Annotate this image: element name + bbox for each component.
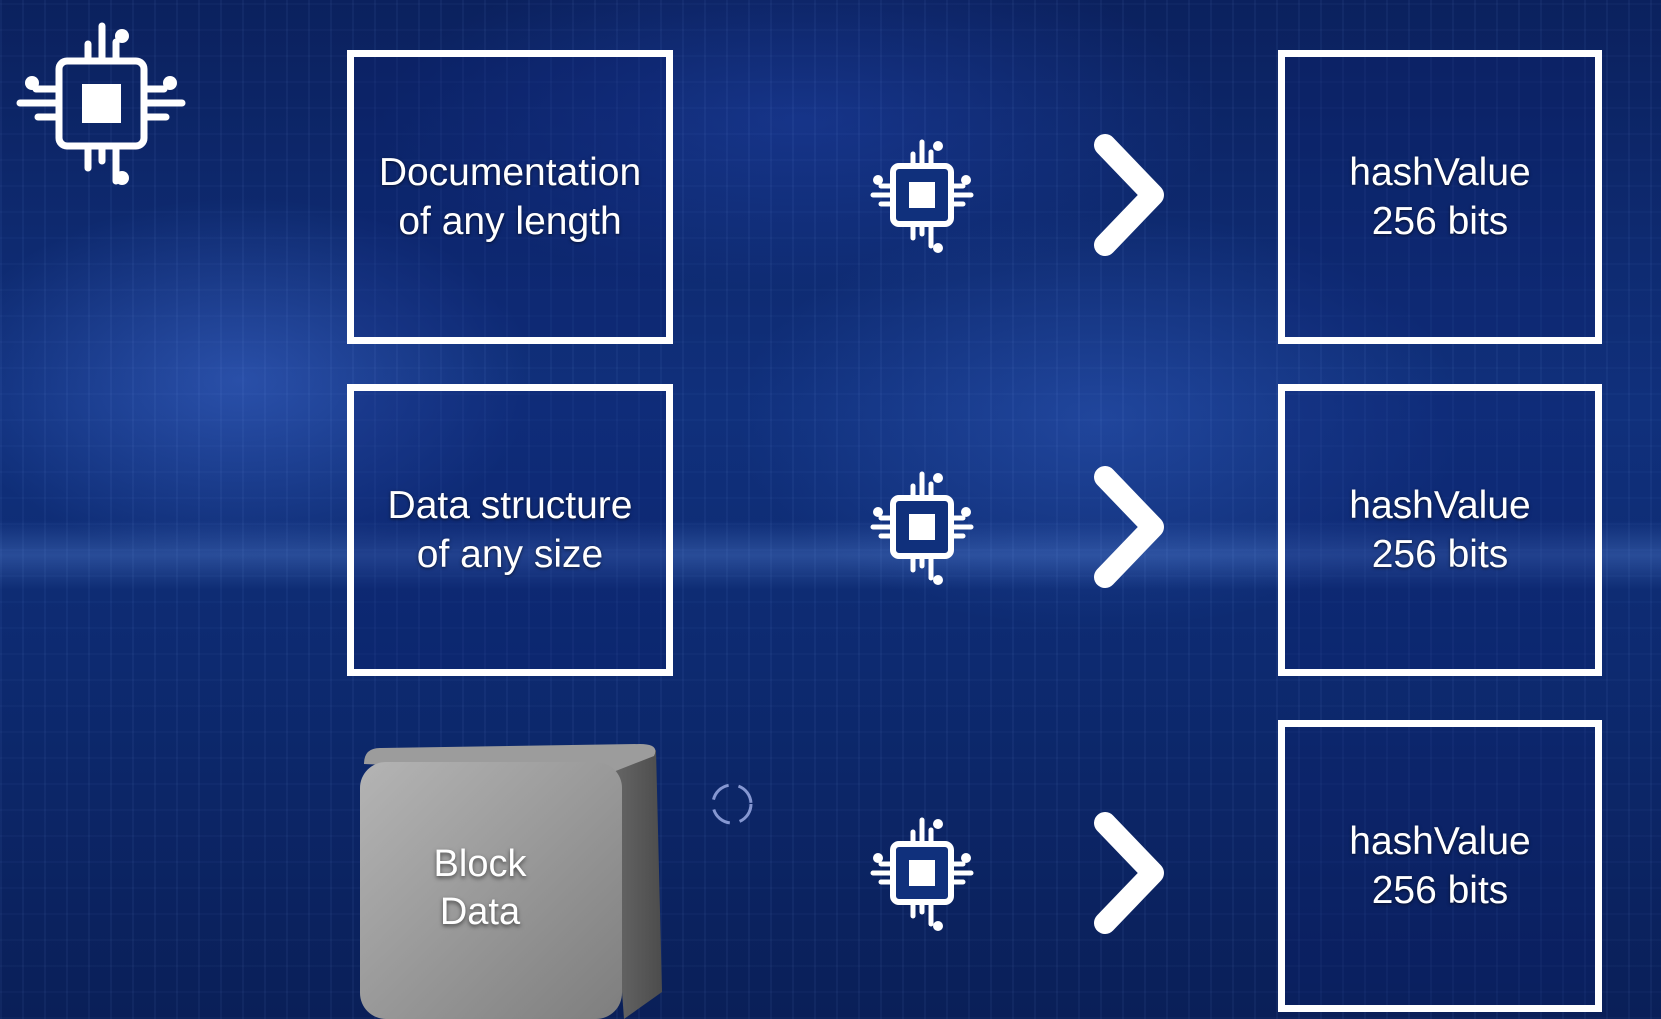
hash-process-arrow-1 [735, 134, 1164, 256]
input-label-line2: of any length [398, 200, 622, 243]
cpu-chip-icon [870, 139, 974, 253]
loading-spinner-icon [711, 783, 753, 825]
output-label-line1: hashValue [1349, 484, 1531, 527]
input-label-line1: Documentation [378, 151, 642, 194]
output-box-hash-1: hashValue 256 bits [1278, 50, 1602, 344]
output-label-line2: 256 bits [1371, 869, 1509, 912]
input-box-documentation: Documentation of any length [347, 50, 673, 344]
output-box-hash-3: hashValue 256 bits [1278, 720, 1602, 1012]
cpu-chip-icon [870, 471, 974, 585]
input-label-line1: Data structure [387, 484, 633, 527]
input-box-data-structure: Data structure of any size [347, 384, 673, 676]
block-label-line1: Block [433, 843, 527, 885]
output-label-line2: 256 bits [1371, 533, 1509, 576]
output-label-line1: hashValue [1349, 820, 1531, 863]
block-data-label: Block Data [385, 840, 575, 936]
block-data-cube [360, 744, 662, 1019]
cpu-chip-icon [870, 817, 974, 931]
cpu-chip-icon [16, 22, 186, 185]
block-label-line2: Data [439, 891, 521, 933]
output-box-hash-2: hashValue 256 bits [1278, 384, 1602, 676]
hash-process-arrow-2 [735, 466, 1164, 588]
input-label-line2: of any size [416, 533, 604, 576]
output-label-line2: 256 bits [1371, 200, 1509, 243]
hash-process-arrow-3 [735, 812, 1164, 934]
output-label-line1: hashValue [1349, 151, 1531, 194]
